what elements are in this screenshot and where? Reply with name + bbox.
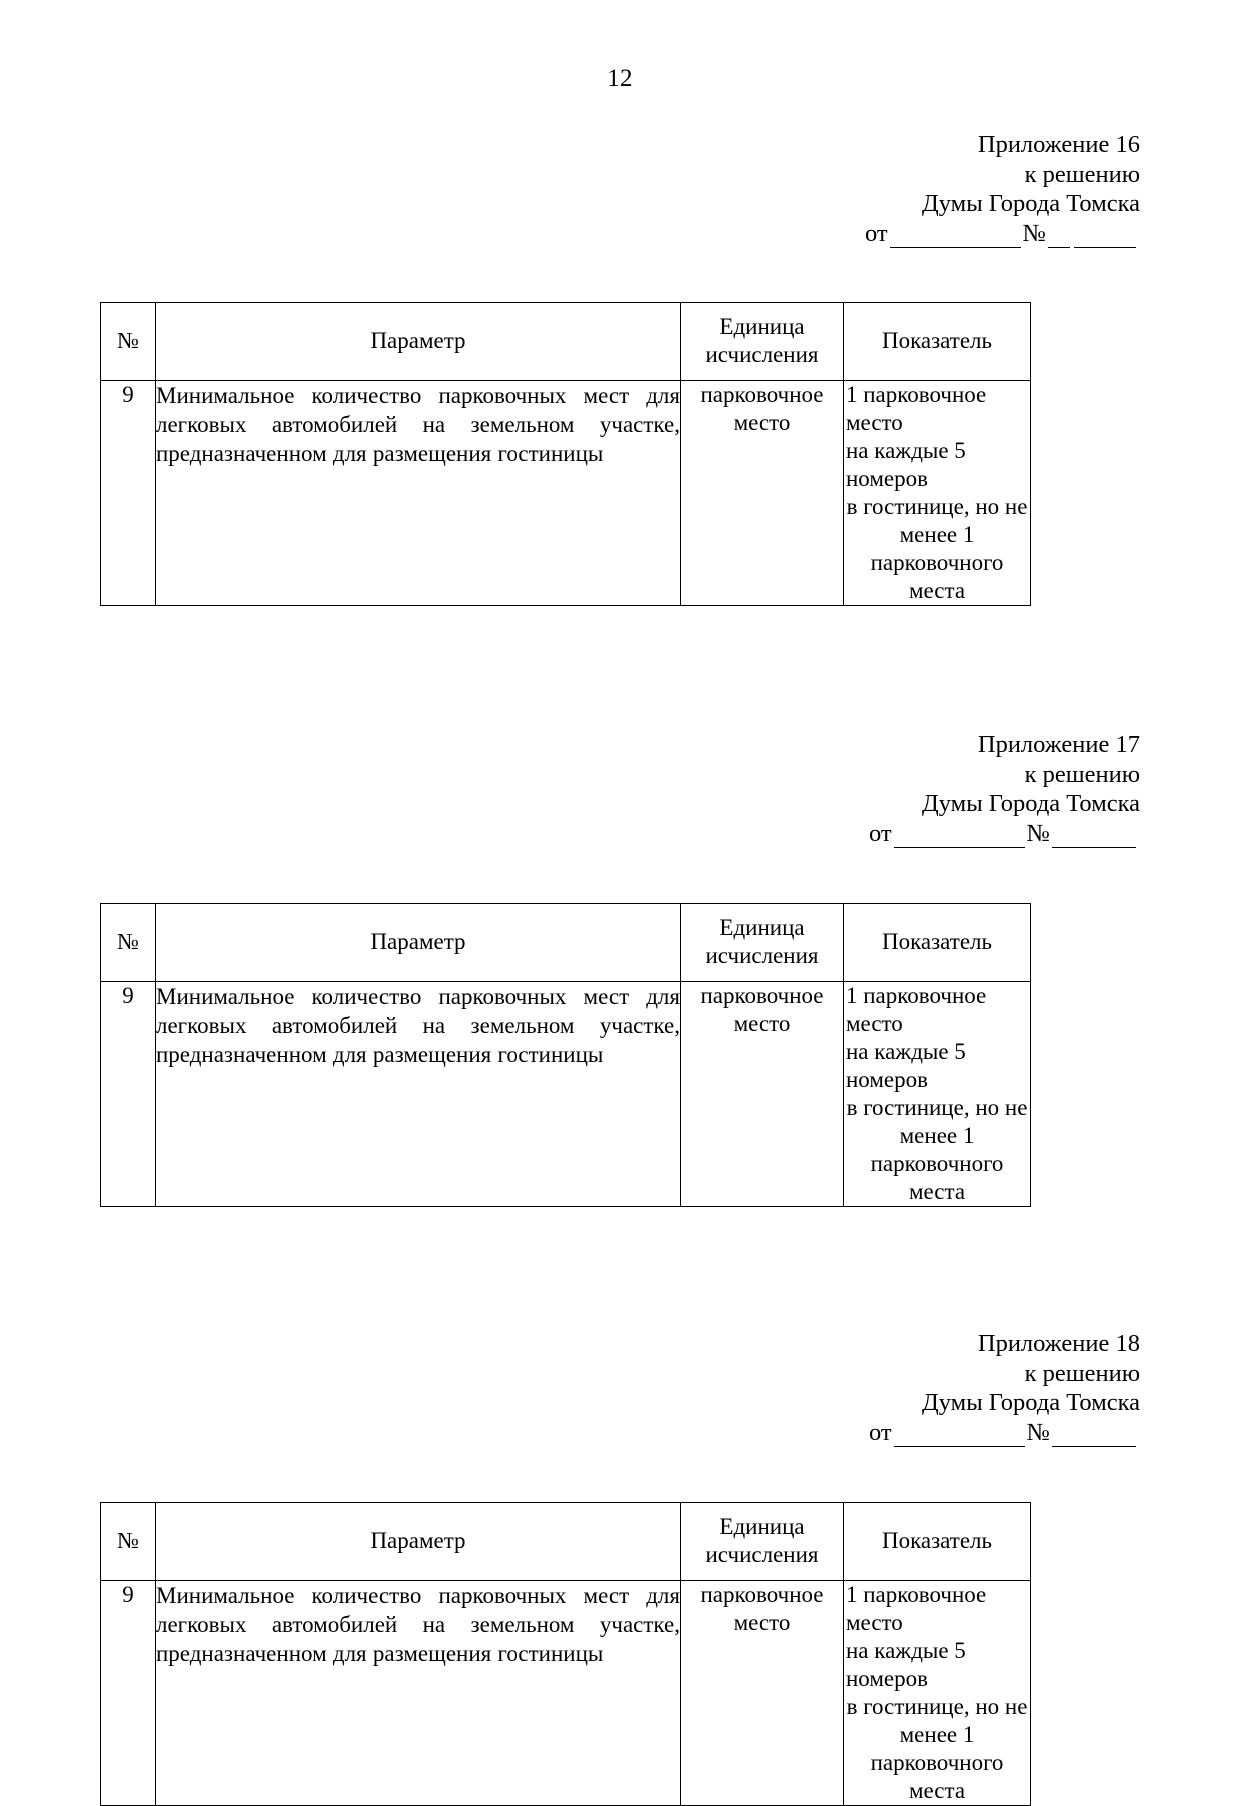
from-label: от <box>864 219 888 247</box>
column-header-unit: Единица исчисления <box>680 1502 844 1581</box>
column-header-parameter: Параметр <box>155 302 681 381</box>
parameters-table: № Параметр Единица исчисления Показатель… <box>100 903 1031 1207</box>
document-page: 12 Приложение 16 к решению Думы Города Т… <box>100 65 1140 1806</box>
column-header-number: № <box>100 903 156 982</box>
column-header-unit: Единица исчисления <box>680 903 844 982</box>
cell-unit-line2: место <box>733 410 791 435</box>
parameters-table: № Параметр Единица исчисления Показатель… <box>100 302 1031 606</box>
cell-unit-line1: парковочное <box>700 1582 824 1607</box>
column-header-indicator: Показатель <box>843 903 1031 982</box>
appendix-date-number-line: от № <box>100 219 1140 248</box>
appendix-block: Приложение 17 к решению Думы Города Томс… <box>100 606 1140 1207</box>
column-header-unit-line1: Единица <box>719 915 805 940</box>
column-header-unit-line2: исчисления <box>705 1542 819 1567</box>
cell-indicator: 1 парковочное место на каждые 5 номеров … <box>843 1580 1031 1806</box>
cell-indicator-line-1: 1 парковочное место <box>846 382 987 435</box>
column-header-unit-line1: Единица <box>719 1514 805 1539</box>
date-blank-rule <box>893 1426 1025 1447</box>
cell-number: 9 <box>100 981 156 1207</box>
appendix-authority: Думы Города Томска <box>922 190 1140 217</box>
number-blank-rule-a <box>1048 227 1070 248</box>
cell-indicator-line-4: менее 1 <box>899 1123 975 1148</box>
appendix-title: Приложение 16 <box>977 131 1140 158</box>
column-header-parameter: Параметр <box>155 903 681 982</box>
page-number: 12 <box>607 65 633 92</box>
cell-unit-line2: место <box>733 1610 791 1635</box>
cell-indicator: 1 парковочное место на каждые 5 номеров … <box>843 380 1031 606</box>
column-header-unit: Единица исчисления <box>680 302 844 381</box>
cell-indicator-line-3: в гостинице, но не <box>846 494 1028 519</box>
date-blank-rule <box>889 227 1021 248</box>
appendix-header: Приложение 16 к решению Думы Города Томс… <box>100 130 1140 248</box>
table-header-row: № Параметр Единица исчисления Показатель <box>100 903 1031 982</box>
from-label: от <box>868 819 892 847</box>
cell-parameter: Минимальное количество парковочных мест … <box>155 981 681 1207</box>
cell-unit-line2: место <box>733 1011 791 1036</box>
table-row: 9 Минимальное количество парковочных мес… <box>100 380 1031 606</box>
column-header-indicator: Показатель <box>843 302 1031 381</box>
cell-parameter: Минимальное количество парковочных мест … <box>155 1580 681 1806</box>
cell-number: 9 <box>100 1580 156 1806</box>
appendix-block: Приложение 16 к решению Думы Города Томс… <box>100 91 1140 606</box>
cell-number: 9 <box>100 380 156 606</box>
appendix-header: Приложение 18 к решению Думы Города Томс… <box>100 1329 1140 1447</box>
cell-unit-line1: парковочное <box>700 983 824 1008</box>
cell-unit: парковочное место <box>680 1580 844 1806</box>
appendix-date-number-line: от № <box>100 1418 1140 1447</box>
cell-indicator-line-3: в гостинице, но не <box>846 1095 1028 1120</box>
cell-unit-line1: парковочное <box>700 382 824 407</box>
number-blank-rule <box>1052 827 1136 848</box>
cell-unit: парковочное место <box>680 380 844 606</box>
table-header-row: № Параметр Единица исчисления Показатель <box>100 302 1031 381</box>
appendix-block: Приложение 18 к решению Думы Города Томс… <box>100 1207 1140 1806</box>
table-row: 9 Минимальное количество парковочных мес… <box>100 1580 1031 1806</box>
column-header-number: № <box>100 1502 156 1581</box>
parameters-table: № Параметр Единица исчисления Показатель… <box>100 1502 1031 1806</box>
appendix-header: Приложение 17 к решению Думы Города Томс… <box>100 730 1140 848</box>
appendix-title: Приложение 17 <box>977 731 1140 758</box>
column-header-unit-line1: Единица <box>719 314 805 339</box>
cell-indicator-line-5: парковочного места <box>870 550 1004 603</box>
number-blank-rule-b <box>1074 227 1136 248</box>
cell-indicator-line-2: на каждые 5 номеров <box>846 438 966 491</box>
cell-indicator-line-3: в гостинице, но не <box>846 1694 1028 1719</box>
column-header-unit-line2: исчисления <box>705 342 819 367</box>
column-header-indicator: Показатель <box>843 1502 1031 1581</box>
number-sign: № <box>1026 819 1050 847</box>
number-sign: № <box>1022 219 1046 247</box>
table-row: 9 Минимальное количество парковочных мес… <box>100 981 1031 1207</box>
cell-parameter: Минимальное количество парковочных мест … <box>155 380 681 606</box>
cell-indicator-line-2: на каждые 5 номеров <box>846 1638 966 1691</box>
cell-indicator: 1 парковочное место на каждые 5 номеров … <box>843 981 1031 1207</box>
cell-indicator-line-1: 1 парковочное место <box>846 1582 987 1635</box>
cell-unit: парковочное место <box>680 981 844 1207</box>
appendix-title: Приложение 18 <box>977 1330 1140 1357</box>
appendix-authority: Думы Города Томска <box>922 790 1140 817</box>
column-header-parameter: Параметр <box>155 1502 681 1581</box>
from-label: от <box>868 1418 892 1446</box>
cell-indicator-line-2: на каждые 5 номеров <box>846 1039 966 1092</box>
date-blank-rule <box>893 827 1025 848</box>
column-header-number: № <box>100 302 156 381</box>
number-sign: № <box>1026 1418 1050 1446</box>
cell-indicator-line-4: менее 1 <box>899 522 975 547</box>
cell-indicator-line-4: менее 1 <box>899 1722 975 1747</box>
number-blank-rule <box>1052 1426 1136 1447</box>
appendix-to-decision: к решению <box>1024 760 1140 788</box>
appendix-date-number-line: от № <box>100 819 1140 848</box>
cell-indicator-line-5: парковочного места <box>870 1750 1004 1803</box>
appendix-to-decision: к решению <box>1024 1359 1140 1387</box>
table-header-row: № Параметр Единица исчисления Показатель <box>100 1502 1031 1581</box>
cell-indicator-line-5: парковочного места <box>870 1151 1004 1204</box>
column-header-unit-line2: исчисления <box>705 943 819 968</box>
appendix-authority: Думы Города Томска <box>922 1389 1140 1416</box>
appendix-to-decision: к решению <box>1024 160 1140 188</box>
cell-indicator-line-1: 1 парковочное место <box>846 983 987 1036</box>
